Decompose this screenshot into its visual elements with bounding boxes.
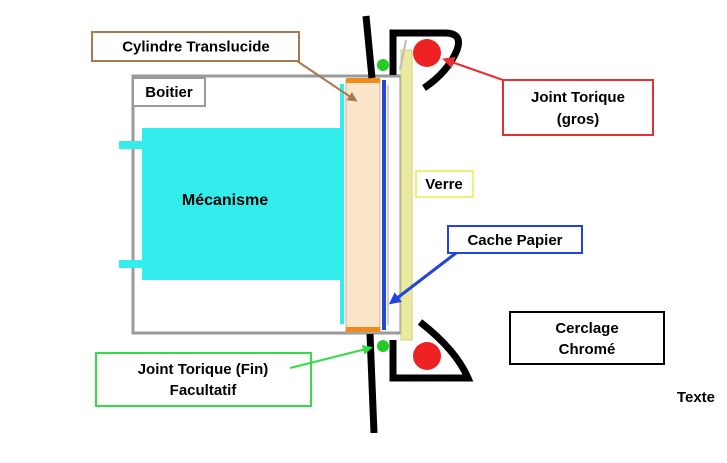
- mecanisme-lug-top: [119, 141, 144, 149]
- cerclage-label-line1: Cerclage: [555, 320, 618, 337]
- joint-torique-fin-bottom: [377, 340, 389, 352]
- cylindre-body: [345, 79, 381, 333]
- verre-glass: [400, 49, 413, 341]
- cylindre-label: Cylindre Translucide: [122, 39, 270, 56]
- cache-papier-label-box: [447, 225, 583, 254]
- cylindre-label-box: [91, 31, 300, 62]
- joint-torique-gros-top: [413, 39, 441, 67]
- joint-gros-label-box: [502, 79, 654, 136]
- cylindre-bottom-end: [346, 327, 380, 332]
- joint-torique-gros-bottom: [413, 342, 441, 370]
- cylindre-pointer: [296, 60, 358, 102]
- cerclage-label-box: [509, 311, 665, 365]
- cerclage-top: [389, 29, 462, 91]
- cache-papier-pointer: [388, 251, 457, 305]
- joint-fin-label-line2: Facultatif: [170, 382, 238, 399]
- cylindre-top-end: [346, 78, 380, 83]
- verre-label: Verre: [425, 176, 463, 193]
- mecanisme-stem: [340, 84, 344, 324]
- cerclage-bottom: [389, 319, 474, 382]
- lunette-top-post: [362, 15, 376, 79]
- cerclage-top-inner: [399, 39, 407, 71]
- mecanisme-block: [142, 128, 342, 280]
- boitier-label-box: [132, 77, 206, 107]
- joint-fin-label-line1: Joint Torique (Fin): [138, 361, 269, 378]
- joint-fin-pointer: [289, 344, 373, 369]
- joint-torique-fin-top: [377, 59, 389, 71]
- texte-label: Texte: [677, 389, 715, 406]
- cache-papier-label: Cache Papier: [467, 232, 562, 249]
- mecanisme-label: Mécanisme: [182, 192, 268, 209]
- verre-label-box: [415, 170, 474, 198]
- boitier-label: Boitier: [145, 84, 193, 101]
- joint-gros-label-line2: (gros): [557, 111, 600, 128]
- mecanisme-lug-bottom: [119, 260, 144, 268]
- cerclage-label-line2: Chromé: [559, 341, 616, 358]
- lunette-bottom-post: [366, 333, 378, 434]
- joint-gros-pointer: [442, 56, 504, 81]
- joint-fin-label-box: [95, 352, 312, 407]
- joint-gros-label-line1: Joint Torique: [531, 89, 625, 106]
